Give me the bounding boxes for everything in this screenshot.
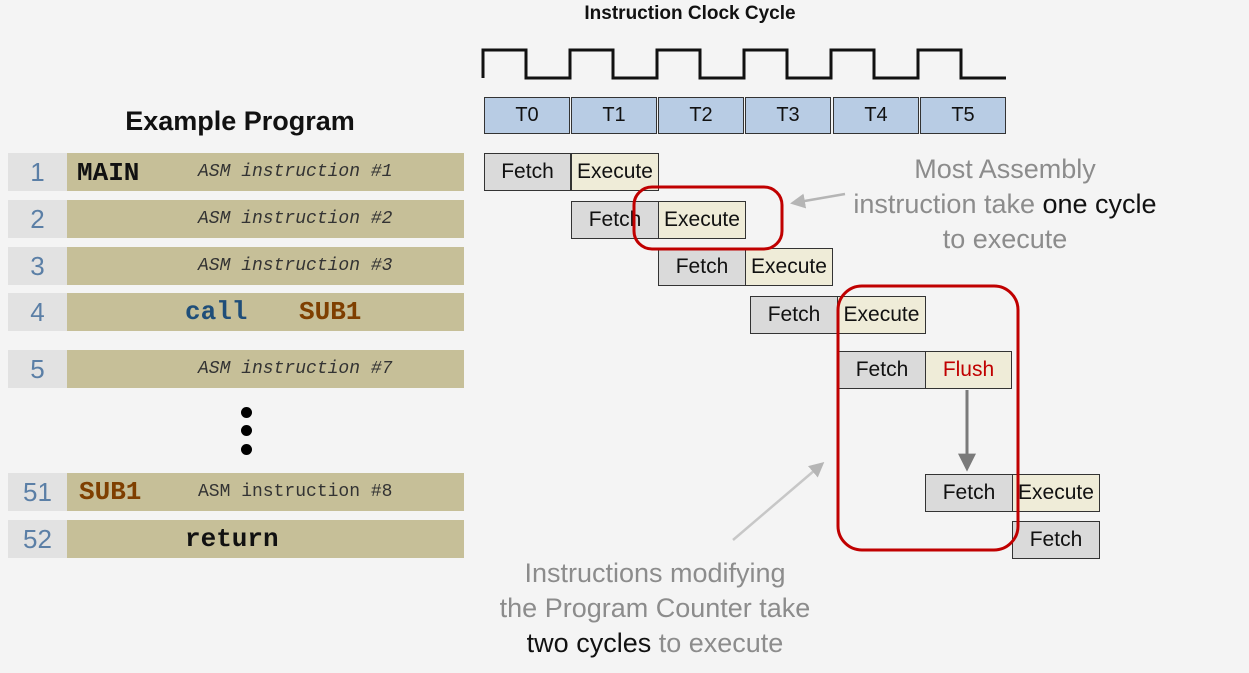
pointer-arrow (790, 192, 846, 209)
cycle-t2: T2 (658, 97, 744, 134)
asm-text-1: ASM instruction #1 (198, 162, 393, 182)
program-line-52: return (67, 520, 464, 558)
clock-waveform (481, 48, 1006, 80)
flush-block: Flush (925, 351, 1012, 389)
ellipsis-dot (241, 407, 252, 418)
asm-text-2: ASM instruction #2 (198, 209, 393, 229)
note-line: two cycles to execute (460, 626, 850, 661)
note-line: the Program Counter take (499, 593, 811, 623)
fetch-block: Fetch (484, 153, 571, 191)
execute-block: Execute (658, 201, 746, 239)
program-line-3: ASM instruction #3 (67, 247, 464, 285)
line-number-52: 52 (8, 520, 67, 558)
execute-block: Execute (745, 248, 833, 286)
note-text: to execute (651, 628, 784, 658)
asm-text-3: ASM instruction #3 (198, 256, 393, 276)
cycle-t1: T1 (571, 97, 657, 134)
note-emphasis: one cycle (1042, 189, 1157, 219)
cycle-t5: T5 (920, 97, 1006, 134)
line-number-51: 51 (8, 473, 67, 511)
note-line: to execute (942, 224, 1068, 254)
ellipsis-dot (241, 444, 252, 455)
program-line-5: ASM instruction #7 (67, 350, 464, 388)
label-sub1: SUB1 (79, 477, 142, 507)
label-main: MAIN (77, 158, 140, 188)
asm-text-51: ASM instruction #8 (198, 482, 393, 502)
note-line: Instructions modifying (524, 558, 786, 588)
program-line-51: SUB1 ASM instruction #8 (67, 473, 464, 511)
asm-text-5: ASM instruction #7 (198, 359, 393, 379)
clock-title: Instruction Clock Cycle (584, 3, 796, 24)
fetch-block: Fetch (750, 296, 838, 334)
note-text: instruction take (853, 189, 1043, 219)
line-number-1: 1 (8, 153, 67, 191)
line-number-4: 4 (8, 293, 67, 331)
program-line-2: ASM instruction #2 (67, 200, 464, 238)
fetch-block: Fetch (838, 351, 926, 389)
execute-block: Execute (571, 153, 659, 191)
ellipsis-dot (241, 425, 252, 436)
note-two-cycles: Instructions modifying the Program Count… (460, 556, 850, 661)
one-cycle-highlight (632, 185, 784, 251)
cycle-t0: T0 (484, 97, 570, 134)
line-number-3: 3 (8, 247, 67, 285)
keyword-return: return (185, 524, 279, 554)
line-number-2: 2 (8, 200, 67, 238)
pointer-arrow (732, 462, 825, 541)
line-number-5: 5 (8, 350, 67, 388)
fetch-block: Fetch (925, 474, 1013, 512)
program-line-1: MAIN ASM instruction #1 (67, 153, 464, 191)
cycle-t3: T3 (745, 97, 831, 134)
execute-block: Execute (1012, 474, 1100, 512)
fetch-block: Fetch (1012, 521, 1100, 559)
cycle-t4: T4 (833, 97, 919, 134)
note-emphasis: two cycles (526, 628, 652, 658)
keyword-call: call (185, 297, 248, 327)
note-one-cycle: Most Assembly instruction take one cycle… (820, 152, 1190, 257)
note-line: instruction take one cycle (820, 187, 1190, 222)
operand-sub1: SUB1 (299, 297, 362, 327)
execute-block: Execute (837, 296, 926, 334)
program-line-4: call SUB1 (67, 293, 464, 331)
two-cycle-highlight (836, 284, 1020, 552)
program-title: Example Program (125, 106, 355, 136)
note-line: Most Assembly (914, 154, 1096, 184)
